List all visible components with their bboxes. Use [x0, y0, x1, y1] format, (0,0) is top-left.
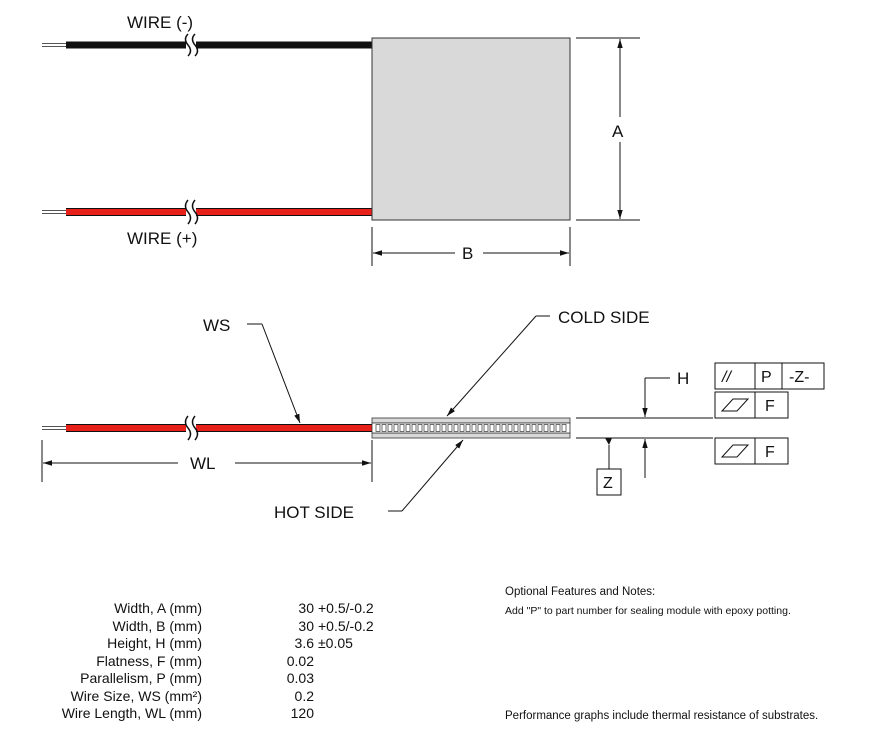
dimension-wl-label: WL — [190, 454, 216, 473]
pellet — [465, 424, 471, 432]
datum-z — [596, 438, 622, 496]
spec-name: Wire Size, WS (mm²) — [70, 687, 202, 704]
spec-value: 30 — [298, 600, 314, 616]
pellet — [429, 424, 435, 432]
top-view: WIRE (-) WIRE (+) A — [42, 13, 640, 266]
spec-name: Wire Length, WL (mm) — [61, 705, 202, 721]
wire-break-icon — [184, 199, 199, 225]
pellet — [537, 424, 543, 432]
pellet — [423, 424, 429, 432]
pellet — [495, 424, 501, 432]
spec-tolerance: +0.5/-0.2 — [318, 600, 374, 616]
notes-line: Add "P" to part number for sealing modul… — [505, 605, 791, 617]
flatness-icon — [720, 398, 750, 412]
module-top-body — [371, 37, 571, 221]
spec-value: 3.6 — [294, 635, 314, 651]
pellet — [477, 424, 483, 432]
parallelism-frame — [714, 362, 825, 390]
wire-negative — [42, 33, 372, 57]
wire-break-icon — [184, 415, 199, 441]
ws-label: WS — [203, 316, 230, 335]
spec-tolerance: ±0.05 — [318, 635, 353, 651]
spec-row: Wire Length, WL (mm) 120 — [0, 705, 420, 723]
pellet — [435, 424, 441, 432]
flatness-frame-bottom — [714, 437, 789, 465]
pellet — [513, 424, 519, 432]
pellet — [381, 424, 387, 432]
wire-negative-label: WIRE (-) — [127, 13, 193, 32]
module-drawing: WIRE (-) WIRE (+) A — [41, 13, 825, 522]
dimension-b — [371, 227, 571, 266]
dimension-wl — [41, 440, 373, 482]
pellet — [405, 424, 411, 432]
notes-performance: Performance graphs include thermal resis… — [505, 710, 819, 722]
dimension-b-label: B — [462, 244, 473, 263]
spec-value: 0.2 — [294, 687, 314, 704]
parallelism-datum-label: -Z- — [789, 369, 809, 386]
spec-value: 30 — [298, 617, 314, 634]
pellet — [483, 424, 489, 432]
pellet — [525, 424, 531, 432]
dimension-a-label: A — [612, 122, 624, 141]
spec-name: Flatness, F (mm) — [96, 652, 202, 669]
cold-side-label: COLD SIDE — [558, 308, 650, 327]
dimension-a — [576, 37, 640, 221]
pellet — [441, 424, 447, 432]
pellet — [561, 424, 567, 432]
pellet — [519, 424, 525, 432]
flatness-f-bottom-label: F — [765, 444, 775, 461]
pellet — [543, 424, 549, 432]
spec-name: Parallelism, P (mm) — [80, 670, 202, 686]
parallelism-p-label: P — [761, 369, 772, 386]
spec-row: Width, B (mm) 30+0.5/-0.2 — [0, 618, 420, 636]
side-wire — [42, 415, 372, 441]
spec-name: Width, A (mm) — [114, 600, 202, 616]
pellet — [411, 424, 417, 432]
spec-value: 120 — [290, 705, 314, 721]
wire-positive-label: WIRE (+) — [127, 229, 197, 248]
pellet — [393, 424, 399, 432]
spec-name: Width, B (mm) — [112, 617, 202, 634]
wire-break-icon — [184, 33, 199, 57]
pellet — [387, 424, 393, 432]
spec-row: Width, A (mm) 30+0.5/-0.2 — [0, 600, 420, 618]
pellet — [375, 424, 381, 432]
module-side-section — [371, 417, 571, 439]
notes-title: Optional Features and Notes: — [505, 586, 656, 598]
pellet — [555, 424, 561, 432]
pellet — [447, 424, 453, 432]
dimension-h — [576, 377, 713, 478]
spec-value: 0.02 — [286, 652, 314, 669]
spec-tolerance: +0.5/-0.2 — [318, 617, 374, 634]
pellet — [459, 424, 465, 432]
dimension-h-label: H — [677, 369, 689, 388]
pellet — [501, 424, 507, 432]
flatness-icon — [720, 444, 750, 458]
pellet — [489, 424, 495, 432]
parallelism-icon: // — [721, 369, 732, 386]
pellet — [453, 424, 459, 432]
flatness-frame-top — [714, 391, 789, 419]
spec-name: Height, H (mm) — [107, 635, 202, 651]
pellet — [549, 424, 555, 432]
datum-z-label: Z — [603, 475, 613, 492]
pellet — [399, 424, 405, 432]
pellet — [531, 424, 537, 432]
flatness-f-top-label: F — [765, 398, 775, 415]
hot-side-label: HOT SIDE — [274, 503, 354, 522]
side-view: WS COLD SIDE HOT SIDE WL H — [41, 308, 825, 522]
pellet-row — [375, 424, 567, 432]
spec-row: Height, H (mm) 3.6±0.05 — [0, 635, 420, 653]
spec-row: Parallelism, P (mm) 0.03 — [0, 670, 420, 688]
pellet — [471, 424, 477, 432]
spec-value: 0.03 — [286, 670, 314, 686]
wire-positive — [42, 199, 372, 225]
spec-row: Wire Size, WS (mm²) 0.2 — [0, 688, 420, 706]
spec-row: Flatness, F (mm) 0.02 — [0, 653, 420, 671]
pellet — [417, 424, 423, 432]
pellet — [507, 424, 513, 432]
